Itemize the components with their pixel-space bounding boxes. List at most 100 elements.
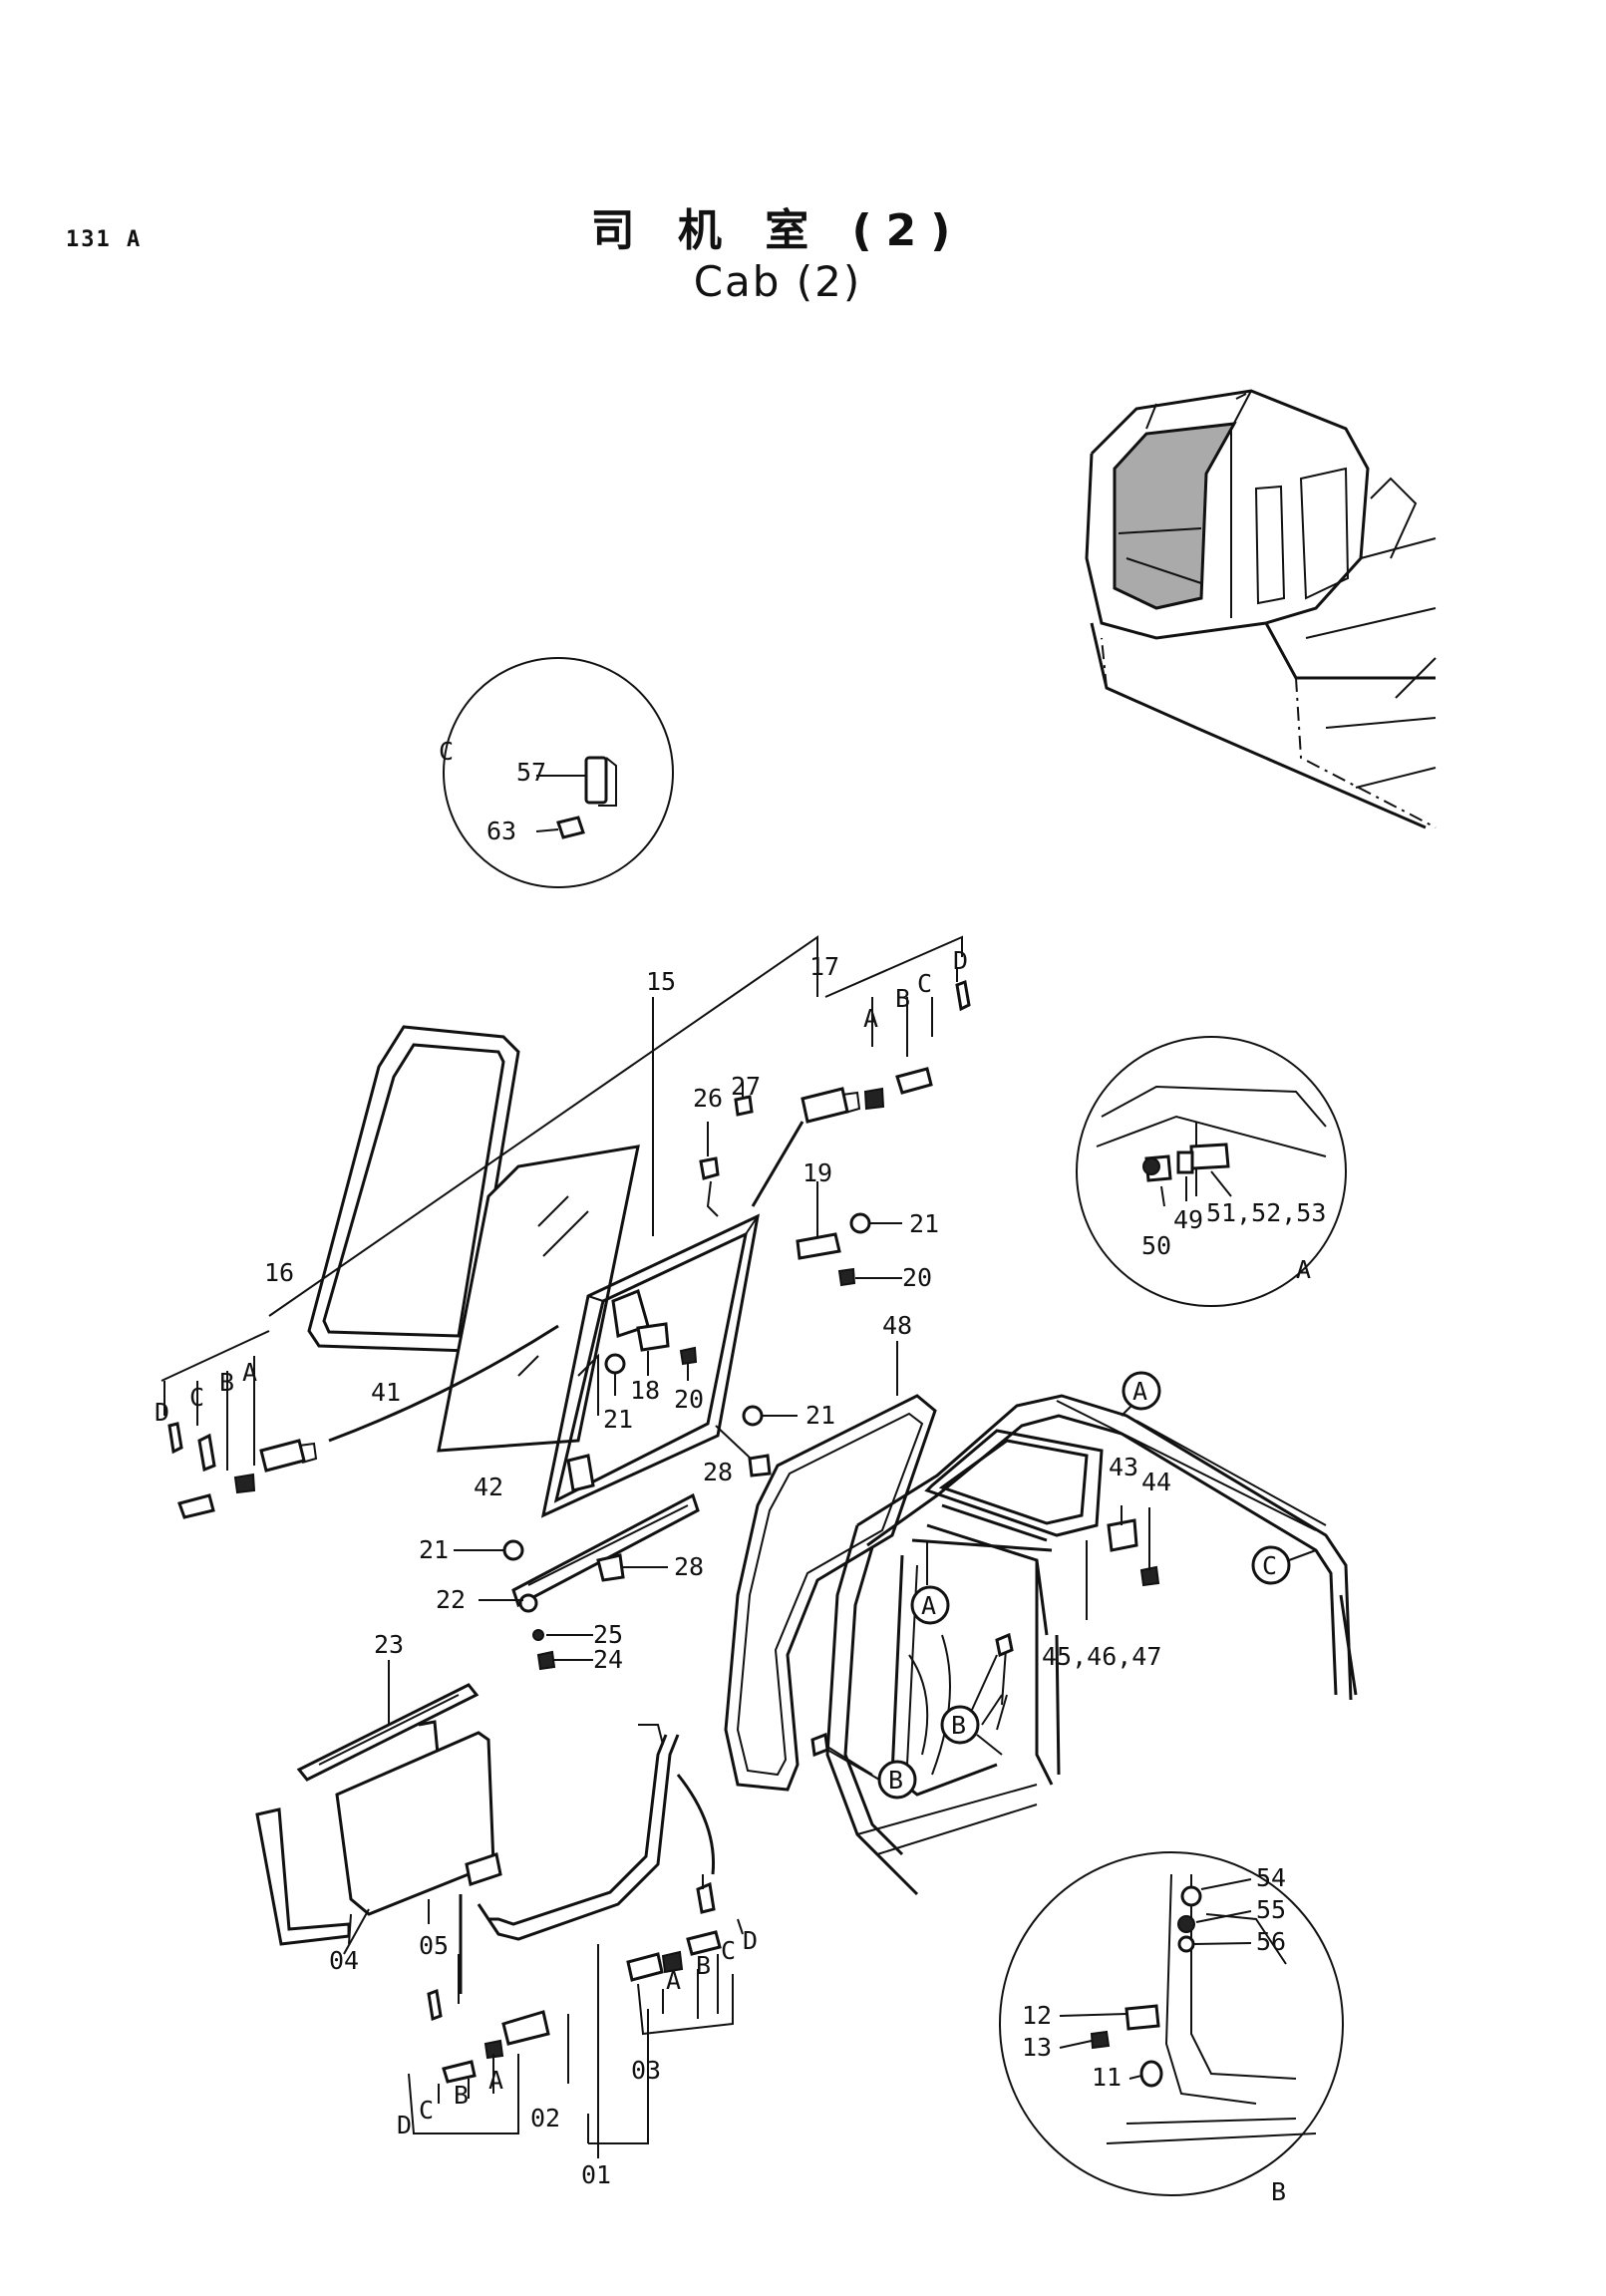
callout-16-c: C [189,1383,204,1412]
part-28-right [748,1454,772,1477]
callout-21-d: 21 [419,1535,449,1564]
page-id: 131 A [66,227,143,252]
part-18 [636,1322,670,1352]
cab-frame [825,1394,1358,1896]
callout-54: 54 [1256,1863,1286,1892]
latch-assembly-16 [161,1330,318,1519]
callout-12: 12 [1022,2001,1052,2030]
callout-13: 13 [1022,2033,1052,2062]
callout-49: 49 [1173,1205,1203,1234]
marker-b-post: B [826,1749,917,1800]
callout-15: 15 [646,967,676,996]
callout-45-46-47: 45,46,47 [1042,1642,1161,1671]
window-sash-15 [540,1213,760,1518]
callout-02-c: C [419,2096,434,2125]
marker-a-roof: A [1121,1371,1161,1417]
callout-41: 41 [371,1378,401,1407]
part-21-upper [849,1212,871,1234]
callout-22: 22 [436,1585,466,1614]
callout-25: 25 [593,1620,623,1649]
title-chinese: 司 机 室 (2) [590,205,965,256]
callout-03-a: A [666,1966,681,1995]
part-19 [796,1232,841,1260]
callout-11: 11 [1092,2063,1122,2092]
callout-17: 17 [809,952,839,981]
callout-17-b: B [895,984,910,1013]
callout-21-a: 21 [909,1209,939,1238]
callout-02-d: D [397,2111,412,2139]
marker-a-post: A [910,1540,950,1625]
callout-55: 55 [1256,1895,1286,1924]
svg-text:C: C [1262,1551,1277,1580]
svg-text:A: A [921,1591,936,1620]
marker-c-roof: C [1251,1545,1317,1585]
callout-20-a: 20 [902,1263,932,1292]
title-english: Cab (2) [693,257,862,306]
callout-19: 19 [803,1158,832,1187]
callout-05: 05 [419,1931,449,1960]
callout-28-a: 28 [703,1458,733,1486]
callout-20-b: 20 [674,1385,704,1414]
window-glass-42 [437,1145,640,1453]
latch-assembly-03 [626,1874,744,2036]
door-glass-05 [335,1731,495,1916]
callout-28-b: 28 [674,1552,704,1581]
callout-21-b: 21 [603,1405,633,1434]
door-seal-48 [724,1394,937,1792]
svg-text:B: B [888,1766,903,1795]
callout-43: 43 [1109,1453,1138,1481]
callout-16-d: D [155,1398,169,1427]
callout-17-c: C [917,969,932,998]
part-27 [734,1095,754,1117]
svg-text:A: A [1132,1377,1147,1406]
part-43 [1107,1518,1138,1552]
detail-a-circle [1076,1036,1347,1307]
callout-03-d: D [743,1926,758,1955]
callout-63: 63 [486,817,516,845]
callout-16-a: A [242,1358,257,1387]
callout-02-b: B [454,2081,469,2110]
part-21-right [742,1405,764,1427]
latch-assembly-02 [408,1988,550,2134]
callout-03-c: C [721,1936,736,1965]
callout-03: 03 [631,2056,661,2085]
callout-44: 44 [1141,1468,1171,1496]
callout-24: 24 [593,1645,623,1674]
part-20-mid [679,1346,698,1366]
door-frame-01 [465,1724,680,1941]
detail-b-label: B [1271,2177,1286,2206]
part-44 [1139,1565,1160,1587]
callout-42: 42 [474,1473,503,1501]
part-26 [699,1156,720,1180]
callout-50: 50 [1141,1231,1171,1260]
marker-b-side: B [940,1654,1003,1756]
cab-overview-illustration [1085,389,1437,829]
detail-c-circle [443,657,674,888]
callout-51-52-53: 51,52,53 [1206,1198,1326,1227]
part-21-mid [604,1353,626,1375]
callout-02: 02 [530,2104,560,2132]
callout-23: 23 [374,1630,404,1659]
callout-26: 26 [693,1084,723,1113]
svg-text:B: B [951,1711,966,1740]
latch-assembly-17 [801,935,971,1124]
callout-57: 57 [516,758,546,787]
callout-16: 16 [264,1258,294,1287]
callout-02-a: A [488,2066,503,2095]
callout-17-a: A [863,1004,878,1033]
callout-21-c: 21 [805,1401,835,1430]
callout-16-b: B [219,1368,234,1397]
detail-a-label: A [1296,1255,1311,1284]
part-20-upper [837,1267,856,1287]
callout-18: 18 [630,1376,660,1405]
callout-01: 01 [581,2160,611,2189]
callout-17-d: D [953,946,968,975]
callout-labels: 57 63 15 17 A B C D 26 27 19 21 20 16 D … [155,758,1326,2189]
callout-56: 56 [1256,1927,1286,1956]
detail-c-label: C [439,737,454,766]
callout-04: 04 [329,1946,359,1975]
lower-rail-22 [502,1492,700,1671]
guide-rail-23 [296,1683,480,1782]
callout-03-b: B [696,1951,711,1980]
